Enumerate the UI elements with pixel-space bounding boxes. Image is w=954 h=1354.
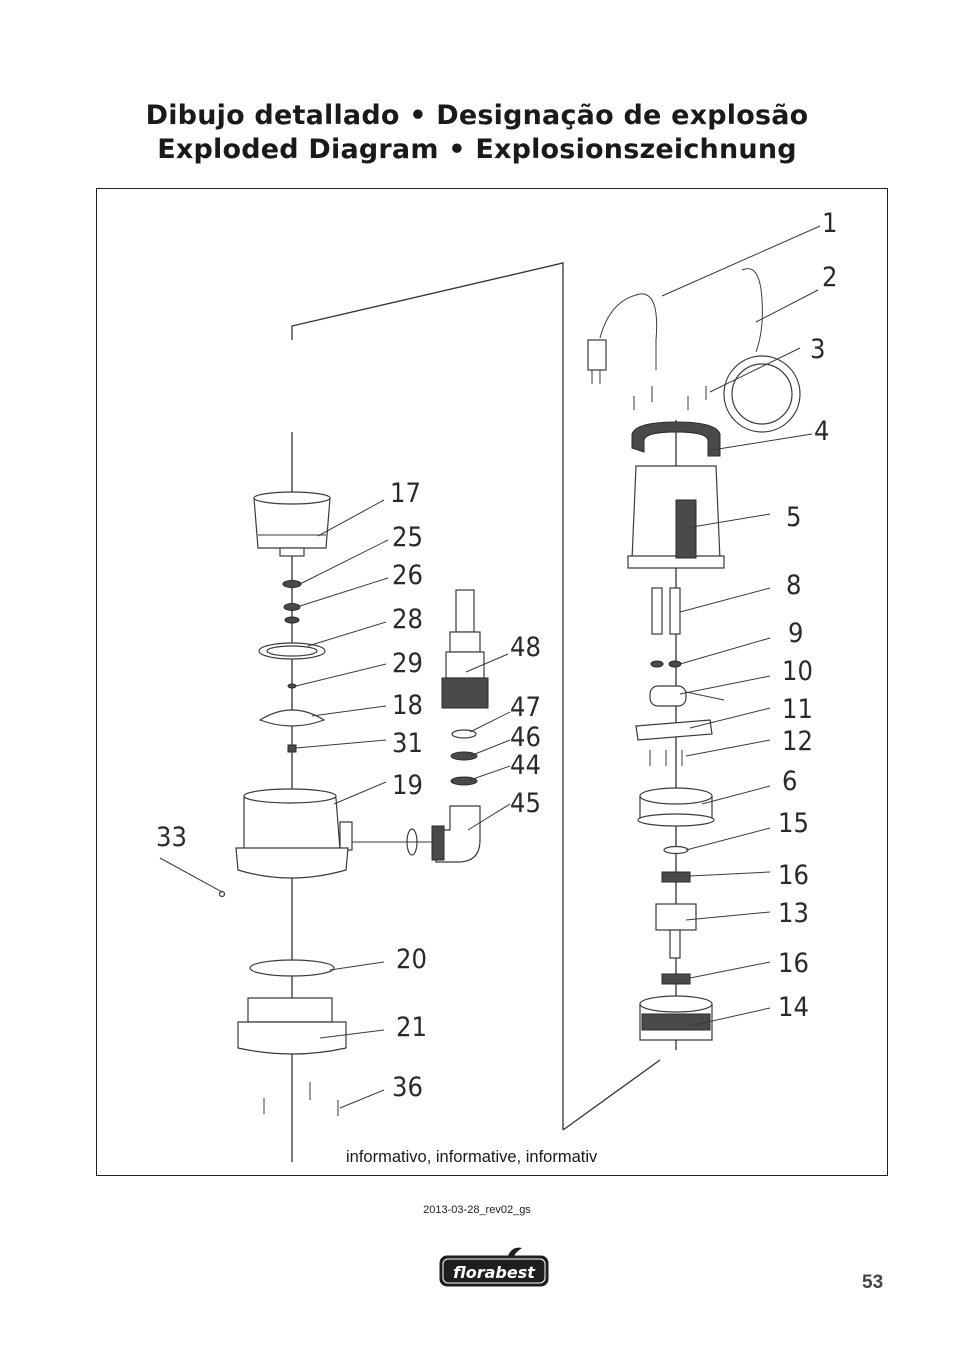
part-44-ring bbox=[450, 776, 478, 786]
callout-44: 44 bbox=[510, 750, 541, 781]
callout-45: 45 bbox=[510, 788, 541, 819]
part-16-bearing-b bbox=[661, 973, 691, 985]
callout-13: 13 bbox=[778, 898, 809, 929]
part-16-bearing-a bbox=[661, 871, 691, 883]
part-26b-nut bbox=[284, 616, 300, 624]
part-4-handle bbox=[631, 421, 721, 457]
informative-note: informativo, informative, informativ bbox=[346, 1148, 598, 1166]
part-19-housing bbox=[235, 788, 353, 879]
part-26-nut bbox=[283, 603, 301, 611]
part-33-screw bbox=[218, 890, 226, 898]
guide-line-top bbox=[291, 262, 564, 1130]
part-10-capacitor bbox=[649, 685, 687, 707]
callout-9: 9 bbox=[788, 618, 803, 649]
part-17-strainer bbox=[253, 491, 331, 557]
callout-1: 1 bbox=[822, 208, 837, 239]
page-number: 53 bbox=[862, 1272, 884, 1293]
callout-15: 15 bbox=[778, 808, 809, 839]
callout-3: 3 bbox=[810, 334, 825, 365]
part-36-screws bbox=[263, 1082, 339, 1116]
callout-11: 11 bbox=[782, 694, 813, 725]
part-18-impeller bbox=[258, 709, 326, 727]
callout-8: 8 bbox=[786, 570, 801, 601]
callout-14: 14 bbox=[778, 992, 809, 1023]
callout-46: 46 bbox=[510, 722, 541, 753]
callout-20: 20 bbox=[396, 944, 427, 975]
part-2-float-cable bbox=[741, 268, 763, 353]
part-9-nut-a bbox=[650, 660, 664, 668]
callout-25: 25 bbox=[392, 522, 423, 553]
callout-48: 48 bbox=[510, 632, 541, 663]
callout-26: 26 bbox=[392, 560, 423, 591]
part-15-washer bbox=[663, 845, 689, 855]
svg-text:florabest: florabest bbox=[453, 1263, 536, 1282]
florabest-logo: florabest bbox=[439, 1247, 549, 1287]
callout-36: 36 bbox=[392, 1072, 423, 1103]
part-8-rod-b bbox=[669, 587, 681, 635]
revision-label: 2013-03-28_rev02_gs bbox=[423, 1204, 531, 1216]
part-11-bracket bbox=[635, 719, 713, 741]
part-25-washer bbox=[282, 580, 302, 588]
callout-47: 47 bbox=[510, 692, 541, 723]
callout-16b: 16 bbox=[778, 948, 809, 979]
callout-29: 29 bbox=[392, 648, 423, 679]
callout-33: 33 bbox=[156, 822, 187, 853]
callout-2: 2 bbox=[822, 262, 837, 293]
callout-5: 5 bbox=[786, 502, 801, 533]
callout-28: 28 bbox=[392, 604, 423, 635]
callout-31: 31 bbox=[392, 728, 423, 759]
callout-6: 6 bbox=[782, 766, 797, 797]
part-1-power-cord bbox=[587, 293, 658, 384]
part-14-stator bbox=[639, 995, 713, 1041]
callout-18: 18 bbox=[392, 690, 423, 721]
callout-21: 21 bbox=[396, 1012, 427, 1043]
part-6-motor-cap bbox=[637, 787, 715, 827]
part-9-nut-b bbox=[668, 660, 682, 668]
callout-10: 10 bbox=[782, 656, 813, 687]
callout-19: 19 bbox=[392, 770, 423, 801]
diagram-frame bbox=[96, 188, 888, 1176]
part-48-hose-adapter bbox=[441, 589, 489, 709]
part-21-base bbox=[237, 997, 347, 1055]
part-8-rod-a bbox=[651, 587, 663, 635]
part-31-nut bbox=[287, 744, 297, 753]
part-13-rotor bbox=[655, 903, 697, 959]
part-5-motor-housing bbox=[627, 465, 725, 569]
part-29-ring bbox=[287, 683, 297, 689]
guide-line-bottom bbox=[562, 1059, 661, 1131]
callout-4: 4 bbox=[814, 416, 829, 447]
page-title-line2: Exploded Diagram • Explosionszeichnung bbox=[157, 134, 797, 165]
callout-17: 17 bbox=[390, 478, 421, 509]
part-20-gasket bbox=[249, 959, 335, 977]
part-45-elbow bbox=[431, 805, 481, 863]
page-title-line1: Dibujo detallado • Designação de explosã… bbox=[145, 100, 809, 131]
callout-16a: 16 bbox=[778, 860, 809, 891]
part-46-ring bbox=[450, 751, 478, 761]
callout-12: 12 bbox=[782, 726, 813, 757]
